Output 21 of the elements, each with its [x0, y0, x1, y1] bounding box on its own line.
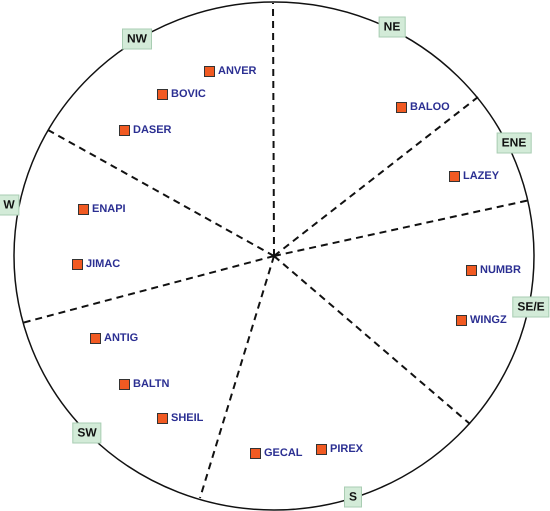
waypoint-label: ANVER [218, 65, 257, 77]
waypoint-label: WINGZ [470, 314, 507, 326]
sector-tag: ENE [496, 132, 532, 154]
sector-tag: W [0, 194, 20, 216]
sector-tag: NE [378, 16, 406, 38]
waypoint-label: BOVIC [171, 88, 206, 100]
waypoint-label: DASER [133, 124, 172, 136]
sector-tag: S [344, 486, 362, 508]
waypoint-label: NUMBR [480, 264, 521, 276]
waypoint-label: GECAL [264, 447, 302, 459]
waypoint-label: PIREX [330, 443, 364, 455]
waypoint-label: ENAPI [92, 203, 126, 215]
sector-tag: SW [72, 422, 102, 444]
sector-tag: NW [122, 28, 152, 50]
sector-tag: SE/E [512, 296, 550, 318]
waypoint-label: BALTN [133, 378, 170, 390]
waypoint-label: LAZEY [463, 170, 500, 182]
waypoint-label: ANTIG [104, 332, 138, 344]
waypoint-label: BALOO [410, 101, 450, 113]
waypoint-label: SHEIL [171, 412, 204, 424]
waypoint-label: JIMAC [86, 258, 120, 270]
